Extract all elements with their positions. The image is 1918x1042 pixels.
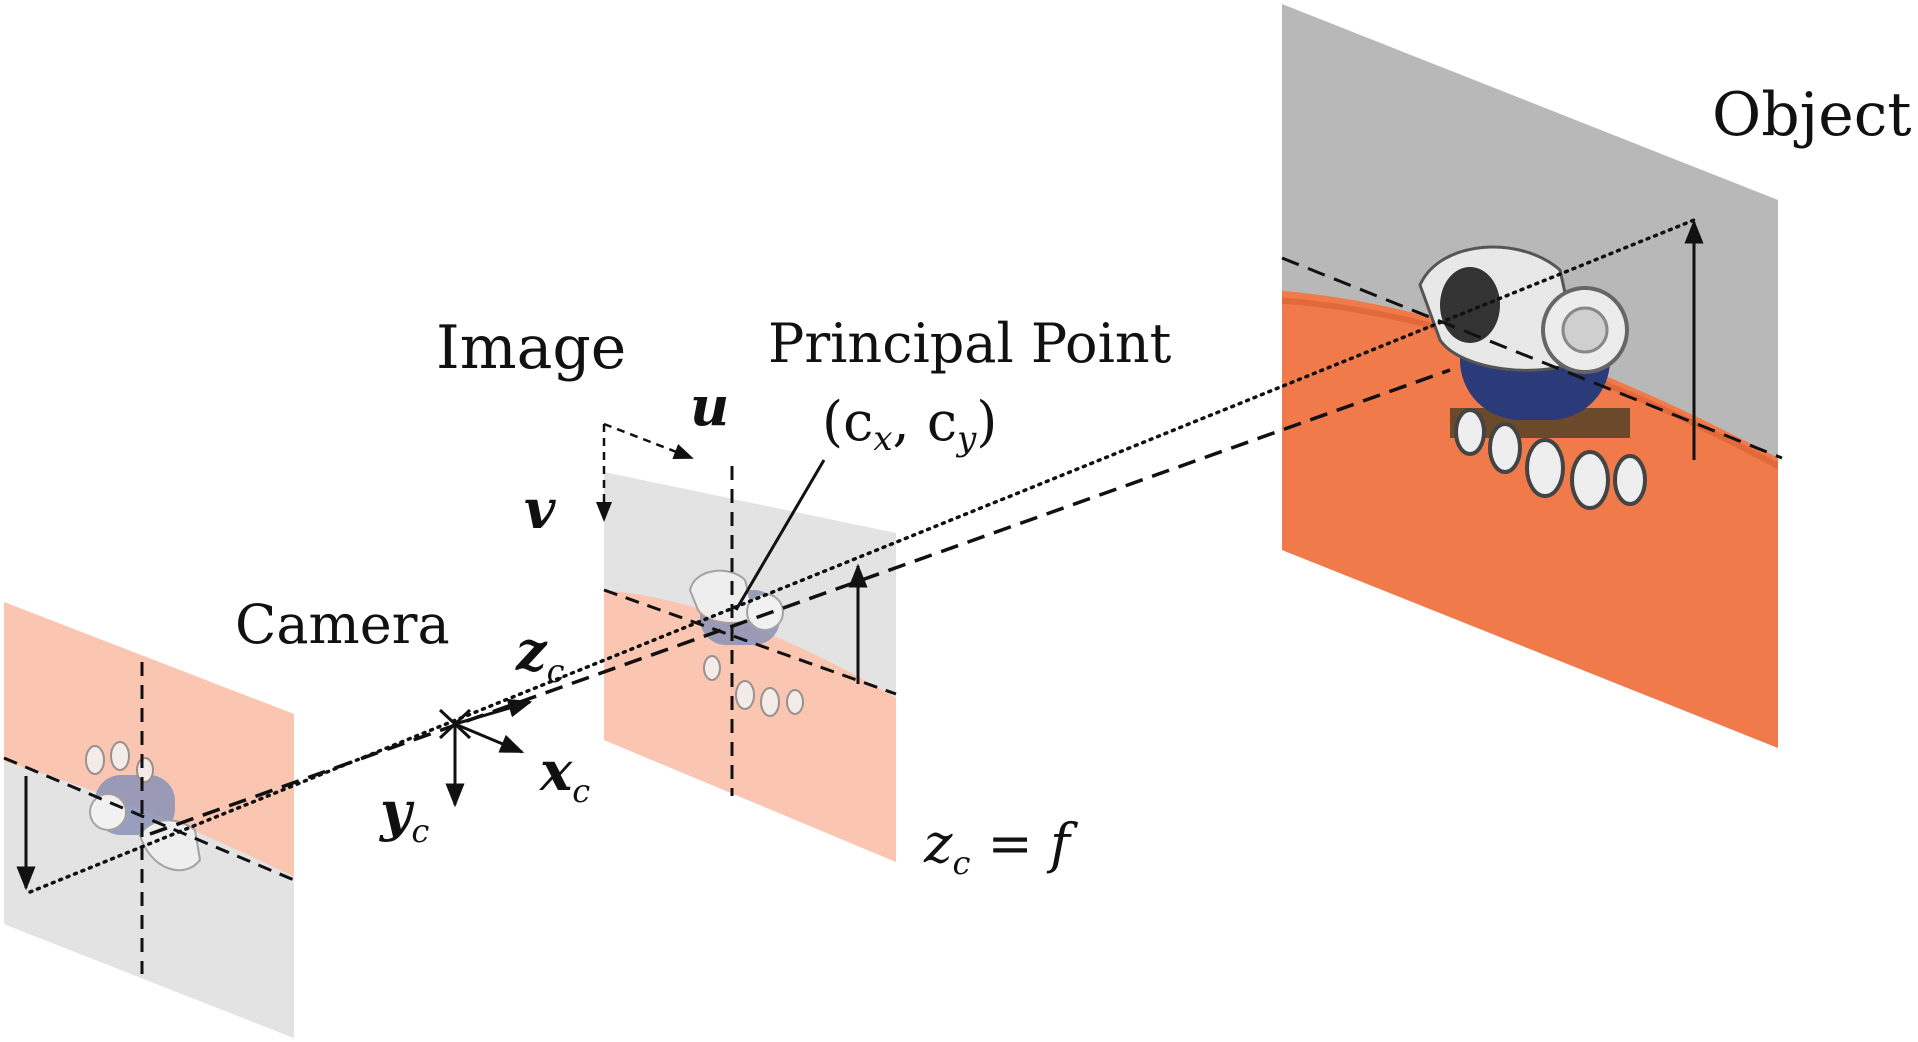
principal-coords-label: (cx, cy) (822, 390, 997, 459)
projection-lines (3, 218, 1783, 974)
image-label: Image (436, 313, 626, 383)
zc-axis (454, 698, 533, 726)
camera-horizon-dashed (3, 756, 295, 882)
zc-label: zc (515, 619, 565, 690)
image-plane (604, 472, 896, 862)
focal-length-label: zc = f (923, 812, 1078, 882)
xc-axis (454, 722, 525, 754)
camera-frame (438, 698, 533, 808)
u-axis (603, 422, 694, 460)
camera-plane (4, 602, 294, 1038)
v-label: v (524, 477, 556, 541)
optical-axis-dashed (149, 368, 1451, 836)
object-label: Object (1712, 80, 1911, 150)
xc-label: xc (539, 739, 590, 810)
object-rover (1418, 245, 1647, 510)
image-rover (688, 569, 804, 717)
image-axes (596, 422, 694, 522)
yc-label: yc (379, 779, 429, 850)
object-horizon-dashed (1281, 256, 1783, 460)
principal-point-label: Principal Point (768, 312, 1172, 375)
image-horizon-dashed (603, 588, 897, 696)
u-label: u (690, 374, 729, 438)
principal-point-pointer (734, 459, 826, 611)
camera-label: Camera (235, 593, 450, 656)
optical-ray-dotted (28, 218, 1696, 894)
height-arrows (16, 219, 1704, 891)
